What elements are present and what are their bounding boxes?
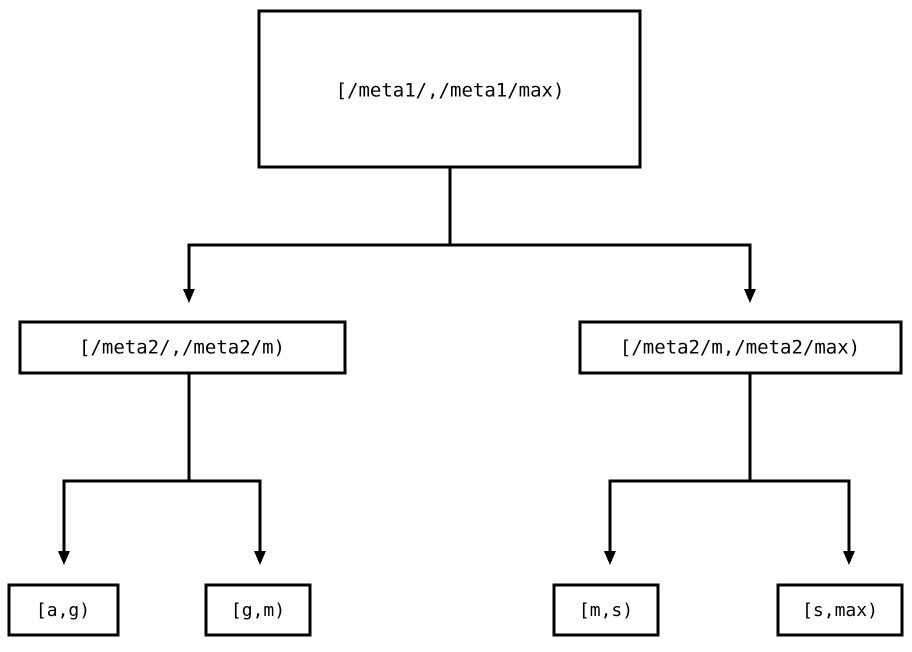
- node-mid-right-label: [/meta2/m,/meta2/max): [620, 337, 860, 359]
- arrow-head-icon: [183, 289, 195, 303]
- edge-mid-left-to-leaf-a-g: [58, 373, 191, 565]
- edge-root-to-mid-right: [450, 243, 756, 303]
- node-leaf-a-g-label: [a,g): [36, 600, 90, 621]
- node-leaf-m-s-label: [m,s): [579, 600, 633, 621]
- edge-path: [450, 243, 752, 290]
- edge-mid-left-to-leaf-g-m: [189, 479, 266, 565]
- node-box[interactable]: [552, 583, 660, 637]
- node-leaf-s-max-label: [s,max): [802, 600, 878, 621]
- node-root[interactable]: [/meta1/,/meta1/max): [257, 9, 642, 169]
- arrow-head-icon: [254, 551, 266, 565]
- node-leaf-s-max[interactable]: [s,max): [776, 583, 904, 637]
- node-box[interactable]: [7, 583, 120, 637]
- node-box[interactable]: [204, 583, 312, 637]
- node-mid-right[interactable]: [/meta2/m,/meta2/max): [578, 320, 903, 375]
- node-mid-left[interactable]: [/meta2/,/meta2/m): [18, 320, 347, 375]
- edge-path: [750, 479, 851, 552]
- node-box[interactable]: [257, 9, 642, 169]
- node-root-label: [/meta1/,/meta1/max): [336, 80, 565, 102]
- edge-path: [62, 373, 191, 552]
- edge-path: [608, 373, 752, 552]
- edge-mid-right-to-leaf-s-max: [750, 479, 855, 565]
- node-leaf-g-m[interactable]: [g,m): [204, 583, 312, 637]
- arrow-head-icon: [58, 551, 70, 565]
- arrow-head-icon: [744, 289, 756, 303]
- node-box[interactable]: [18, 320, 347, 375]
- edge-root-to-mid-left: [183, 167, 452, 303]
- node-leaf-m-s[interactable]: [m,s): [552, 583, 660, 637]
- node-leaf-a-g[interactable]: [a,g): [7, 583, 120, 637]
- node-box[interactable]: [578, 320, 903, 375]
- edge-path: [189, 479, 262, 552]
- arrow-head-icon: [843, 551, 855, 565]
- arrow-head-icon: [604, 551, 616, 565]
- node-leaf-g-m-label: [g,m): [231, 600, 285, 621]
- edge-mid-right-to-leaf-m-s: [604, 373, 752, 565]
- node-box[interactable]: [776, 583, 904, 637]
- edge-path: [187, 167, 452, 290]
- node-mid-left-label: [/meta2/,/meta2/m): [79, 337, 285, 359]
